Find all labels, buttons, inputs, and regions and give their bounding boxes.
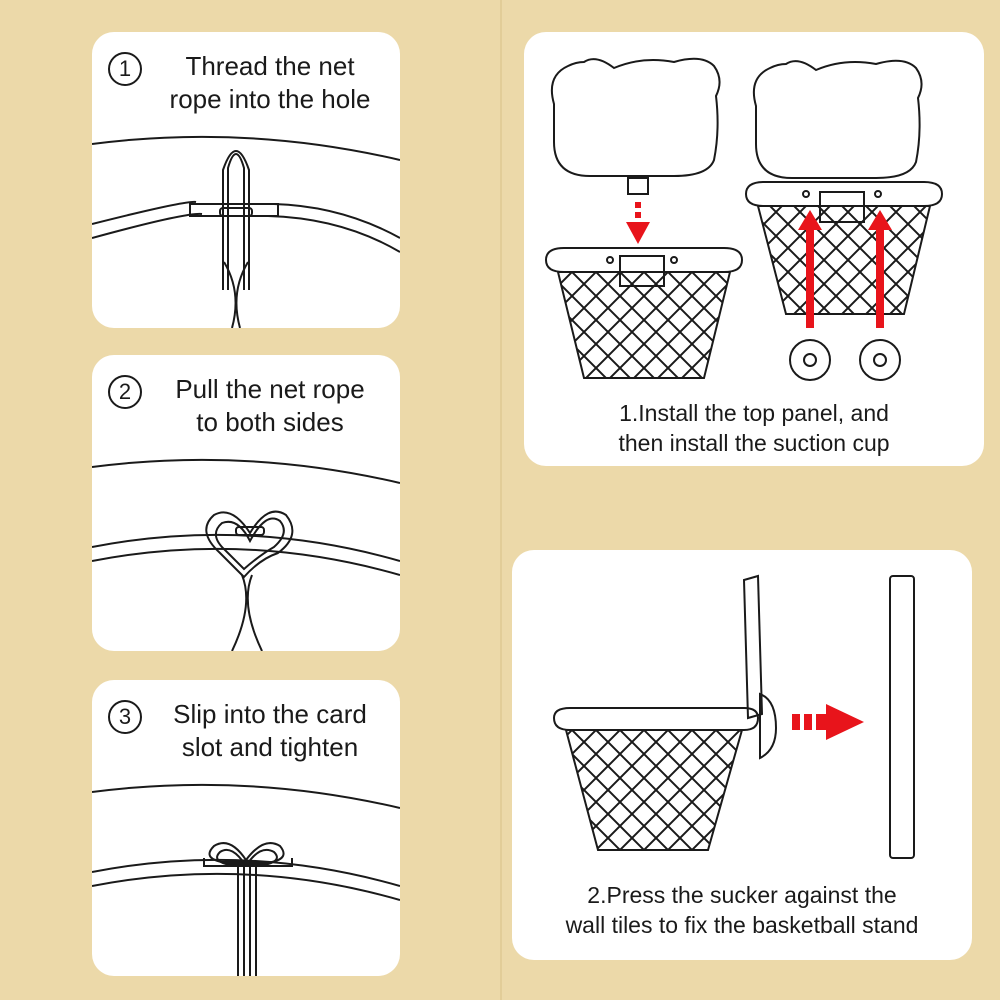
arrow-down-dashes <box>635 202 641 208</box>
press-sucker-card: 2.Press the sucker against the wall tile… <box>512 550 972 960</box>
background-divider <box>500 0 502 1000</box>
install-panel-card: 1.Install the top panel, and then instal… <box>524 32 984 466</box>
install-caption-line-1: 1.Install the top panel, and <box>524 398 984 428</box>
step-2-card: 2 Pull the net rope to both sides <box>92 355 400 651</box>
install-caption-line-2: then install the suction cup <box>524 428 984 458</box>
press-caption: 2.Press the sucker against the wall tile… <box>512 880 972 940</box>
step-1-illustration <box>92 32 400 328</box>
hoop-rim-upper <box>92 785 400 808</box>
hoop-rim-right <box>746 182 942 206</box>
arrow-up-left-shaft <box>806 228 814 328</box>
install-caption: 1.Install the top panel, and then instal… <box>524 398 984 458</box>
hoop-net-right <box>758 206 930 314</box>
hoop-rim-side <box>554 708 758 730</box>
net-rope-tails <box>232 575 262 651</box>
step-3-illustration <box>92 680 400 976</box>
hoop-rim-inner <box>92 214 202 238</box>
hoop-net-side <box>566 730 742 850</box>
arrow-down-head <box>626 222 650 244</box>
suction-cup-right <box>860 340 900 380</box>
hoop-net-left <box>558 272 730 378</box>
backboard-connector <box>628 178 648 194</box>
press-caption-line-1: 2.Press the sucker against the <box>512 880 972 910</box>
hoop-rim-outer <box>92 202 196 224</box>
hoop-rim-left <box>546 248 742 272</box>
rim-hole <box>220 208 252 216</box>
backboard-right <box>754 61 922 178</box>
arrow-right-dash-1 <box>792 714 800 730</box>
net-rope-loop <box>228 154 244 290</box>
hoop-rim-upper <box>92 137 400 160</box>
net-rope-tails <box>238 866 256 976</box>
step-1-card: 1 Thread the net rope into the hole <box>92 32 400 328</box>
arrow-up-right-shaft <box>876 228 884 328</box>
suction-cup-left <box>790 340 830 380</box>
rim-slot-bracket <box>190 204 278 216</box>
press-caption-line-2: wall tiles to fix the basketball stand <box>512 910 972 940</box>
step-2-illustration <box>92 355 400 651</box>
wall-tile <box>890 576 914 858</box>
arrow-right-head <box>826 704 864 740</box>
backboard-left <box>552 59 720 176</box>
hoop-rim-upper <box>92 460 400 483</box>
step-3-card: 3 Slip into the card slot and tighten <box>92 680 400 976</box>
